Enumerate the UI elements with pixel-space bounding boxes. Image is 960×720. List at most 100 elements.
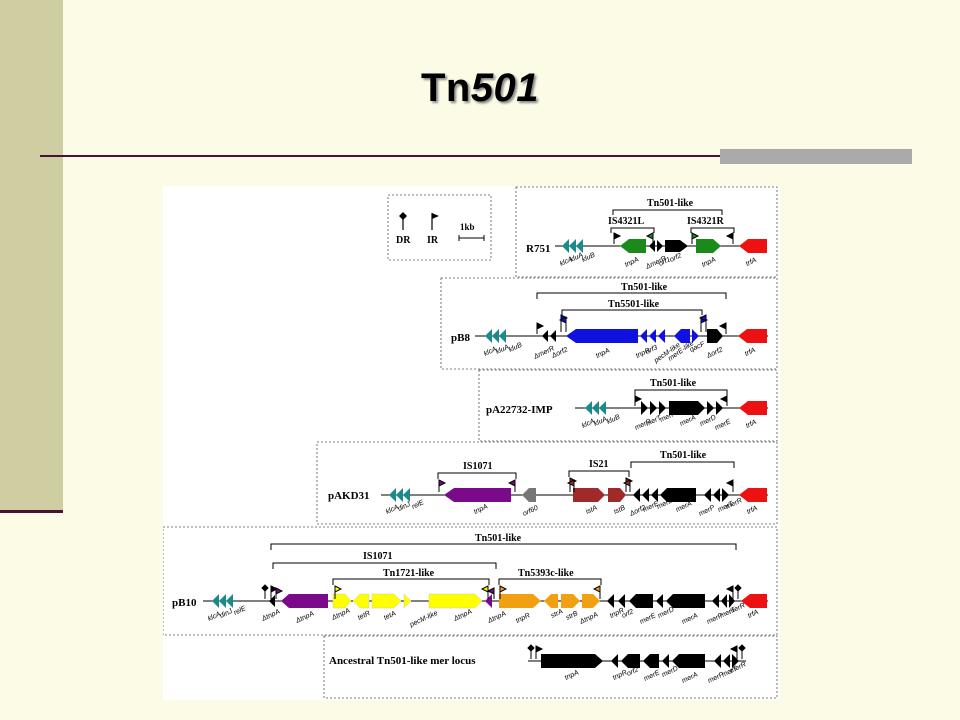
pakd31-label-2: relE [411,499,426,511]
pb10-label-7: tetA [383,610,398,622]
pb10-gene-orf2 [618,594,625,608]
pakd31-label-4: orf60 [522,505,540,518]
r751-bracket-right: IS4321R [687,216,724,227]
pb10-label-3: ΔtnpA [260,608,281,623]
legend-ir: IR [427,235,439,246]
pb8-label-7: orf3 [645,344,659,355]
gene-map-svg: DR IR 1kb R751 Tn501-like IS4321L IS4321… [163,186,778,699]
pakd31-label-1: dinJ [397,501,412,513]
pb8-name: pB8 [451,332,470,344]
r751-gene-merr [649,240,655,252]
ancestral-gene-mere [643,654,659,668]
r751-gene-klua [569,239,576,253]
r751-ir-flags [613,232,734,244]
pa22732-gene-trfa [739,401,767,415]
title-rule [40,155,912,157]
pb8-gene-qacf [692,329,699,343]
pakd31-label-9: merD [656,497,674,511]
pakd31-bracket-mid: IS21 [589,459,608,470]
pb10-gene-dtnpa-6 [582,594,600,608]
r751-bracket-outer: Tn501-like [647,198,694,209]
ancestral-panel [323,635,778,699]
r751-label-tnpa2: tnpA [701,256,717,269]
pa22732-gene-merd [707,401,714,415]
pb10-label-11: tnpR [515,612,531,625]
ancestral-label-8: merR [729,661,747,675]
legend-dr: DR [396,235,411,246]
ancestral-gene-mert [723,654,730,668]
left-decor-bar [0,0,63,511]
pb8-gene-pecm [658,329,665,343]
pb10-gene-strb [561,594,580,608]
pb8-gene-orf2 [550,330,556,342]
pb10-gene-trfa [741,594,767,608]
pakd31-gene-mere [642,488,649,502]
dr-symbol [399,212,407,230]
r751-label-orf2: orf2 [669,252,683,263]
ancestral-gene-merp [714,654,721,668]
pb8-gene-tnpa [566,329,638,343]
pb8-bracket-outer: Tn501-like [621,282,668,293]
pb8-label-5: tnpA [595,347,611,360]
pakd31-label-14: trfA [746,505,759,516]
pb8-gene-tnpr [640,329,647,343]
pb10-bracket-is: IS1071 [363,551,392,562]
pb10-bracket-tn1721: Tn1721-like [383,568,435,579]
pakd31-label-6: istB [613,504,627,515]
pb8-gene-merr [542,330,548,342]
pakd31-gene-tnpa [444,488,511,502]
pakd31-gene-klca [389,488,396,502]
slide-title: Tn501 [0,66,960,111]
pa22732-gene-klua [592,401,599,415]
pa22732-gene-merp [659,401,666,415]
pb8-ir-flags [536,314,727,334]
pakd31-gene-rele [403,488,410,502]
pb10-brackets [270,543,737,585]
pb10-panel [163,526,778,636]
pb10-gene-rele [226,594,233,608]
ancestral-gene-tnpr [611,654,618,668]
pb10-gene-stra [544,594,558,608]
pa22732-gene-merr [641,401,648,415]
r751-label-orf1: orf1 [658,256,672,267]
pa22732-gene-klca [585,401,592,415]
pb10-label-18: merD [657,606,675,620]
pakd31-gene-merp [704,488,711,502]
r751-label-klub: kluB [581,252,597,264]
pb10-gene-tnpr-2 [607,594,614,608]
pb10-gene-dtnpa-1 [269,595,275,607]
pa22732-bracket-outer: Tn501-like [650,378,697,389]
ancestral-label-0: tnpA [564,669,580,682]
pb8-gene-klub [499,329,506,343]
pb8-brackets [536,292,727,315]
ancestral-name: Ancestral Tn501-like mer locus [329,655,476,667]
pa22732-gene-mere [716,401,723,415]
pb10-label-23: trfA [747,609,760,620]
pakd31-gene-mera [660,488,696,502]
pb10-label-8: pecM-like [408,610,439,629]
pa22732-gene-mera [669,401,705,415]
r751-label-tnpa: tnpA [624,256,640,269]
r751-gene-orf2 [665,240,688,252]
pakd31-gene-dorf2 [633,488,640,502]
pb10-label-16: orf2 [621,608,635,619]
pb10-gene-teta [371,593,402,609]
pa22732-name: pA22732-IMP [486,404,553,416]
pb8-gene-orf3 [649,329,656,343]
pb10-gene-tetr [352,593,370,609]
pb10-gene-mert [721,594,727,608]
pb10-label-10: ΔtnpA [486,610,507,625]
pb8-label-11: Δorf2 [705,346,724,360]
pakd31-gene-mert [713,488,720,502]
r751-label-trfa: trfA [745,257,758,268]
pa22732-label-6: merA [679,414,697,428]
pb10-bracket-tn5393: Tn5393c-like [518,568,574,579]
pa22732-ir-flags [634,395,728,406]
scale-bar [458,235,485,241]
ancestral-gene-merr [732,654,739,668]
pb8-bracket-inner: Tn5501-like [608,299,660,310]
pakd31-gene-orf60 [522,488,536,502]
pb10-label-6: tetR [357,610,372,622]
r751-gene-orf1 [657,240,663,252]
r751-brackets [610,209,735,233]
